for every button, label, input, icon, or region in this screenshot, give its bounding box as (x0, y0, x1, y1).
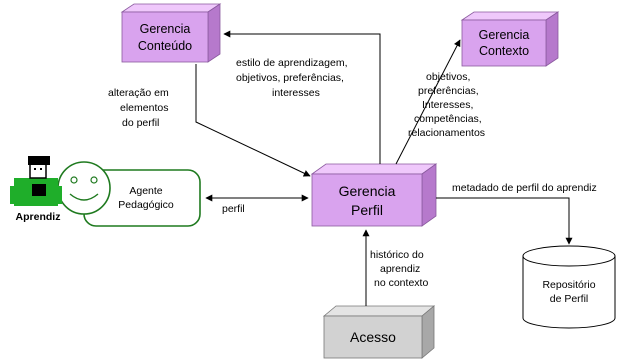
edge-label-line: objetivos, (426, 71, 470, 83)
gerencia-contexto-line2: Contexto (479, 44, 529, 58)
edge-label-line: aprendiz (380, 263, 420, 275)
edge-label-perfil-to-conteudo: estilo de aprendizagem, objetivos, prefe… (236, 57, 348, 99)
arrow-conteudo-to-perfil (195, 64, 311, 177)
gerencia-perfil-line1: Gerencia (339, 183, 396, 199)
smiley-face-icon (57, 161, 111, 215)
edge-label-line: competências, (414, 113, 482, 125)
aprendiz-person-icon (10, 156, 62, 206)
aprendiz-label: Aprendiz (16, 211, 61, 223)
edge-label-conteudo-to-perfil: alteração em elementos do perfil (108, 87, 169, 129)
edge-label-perfil-to-contexto: objetivos, preferências, Interesses, com… (408, 71, 485, 139)
edge-label-line: objetivos, preferências, (236, 72, 344, 84)
repositorio-line2: de Perfil (550, 293, 589, 305)
edge-label-line: alteração em (108, 87, 169, 99)
repositorio-perfil-node: Repositório de Perfil (522, 245, 616, 329)
edge-label-line: do perfil (122, 117, 159, 129)
gerencia-perfil-line2: Perfil (351, 202, 383, 218)
edge-label-acesso-to-perfil: histórico do aprendiz no contexto (370, 249, 428, 289)
agente-line1: Agente (129, 185, 162, 197)
repositorio-line1: Repositório (542, 279, 595, 291)
edge-label-line: interesses (272, 87, 320, 99)
agente-line2: Pedagógico (118, 199, 174, 211)
gerencia-conteudo-node: Gerencia Conteúdo (120, 3, 222, 63)
arrow-perfil-to-contexto (395, 39, 461, 165)
gerencia-conteudo-line1: Gerencia (140, 22, 191, 36)
arrow-perfil-to-repositorio (436, 197, 573, 245)
edge-label-line: Interesses, (422, 99, 473, 111)
edge-label-line: no contexto (374, 277, 428, 289)
arrow-perfil-to-conteudo (223, 30, 381, 164)
edge-label-perfil-agente: perfil (222, 203, 245, 215)
edge-label-line: histórico do (370, 249, 424, 261)
edge-label-line: preferências, (418, 85, 479, 97)
gerencia-contexto-line1: Gerencia (479, 28, 530, 42)
edge-label-line: estilo de aprendizagem, (236, 57, 348, 69)
acesso-node: Acesso (322, 305, 436, 359)
gerencia-perfil-node: Gerencia Perfil (310, 163, 438, 227)
gerencia-conteudo-line2: Conteúdo (138, 39, 192, 53)
acesso-label: Acesso (350, 329, 396, 345)
agente-pedagogico-node: Agente Pedagógico (83, 169, 201, 227)
gerencia-contexto-node: Gerencia Contexto (460, 11, 560, 67)
edge-label-line: elementos (120, 102, 168, 114)
edge-label-perfil-to-repositorio: metadado de perfil do aprendiz (452, 182, 597, 194)
edge-label-line: relacionamentos (408, 127, 485, 139)
